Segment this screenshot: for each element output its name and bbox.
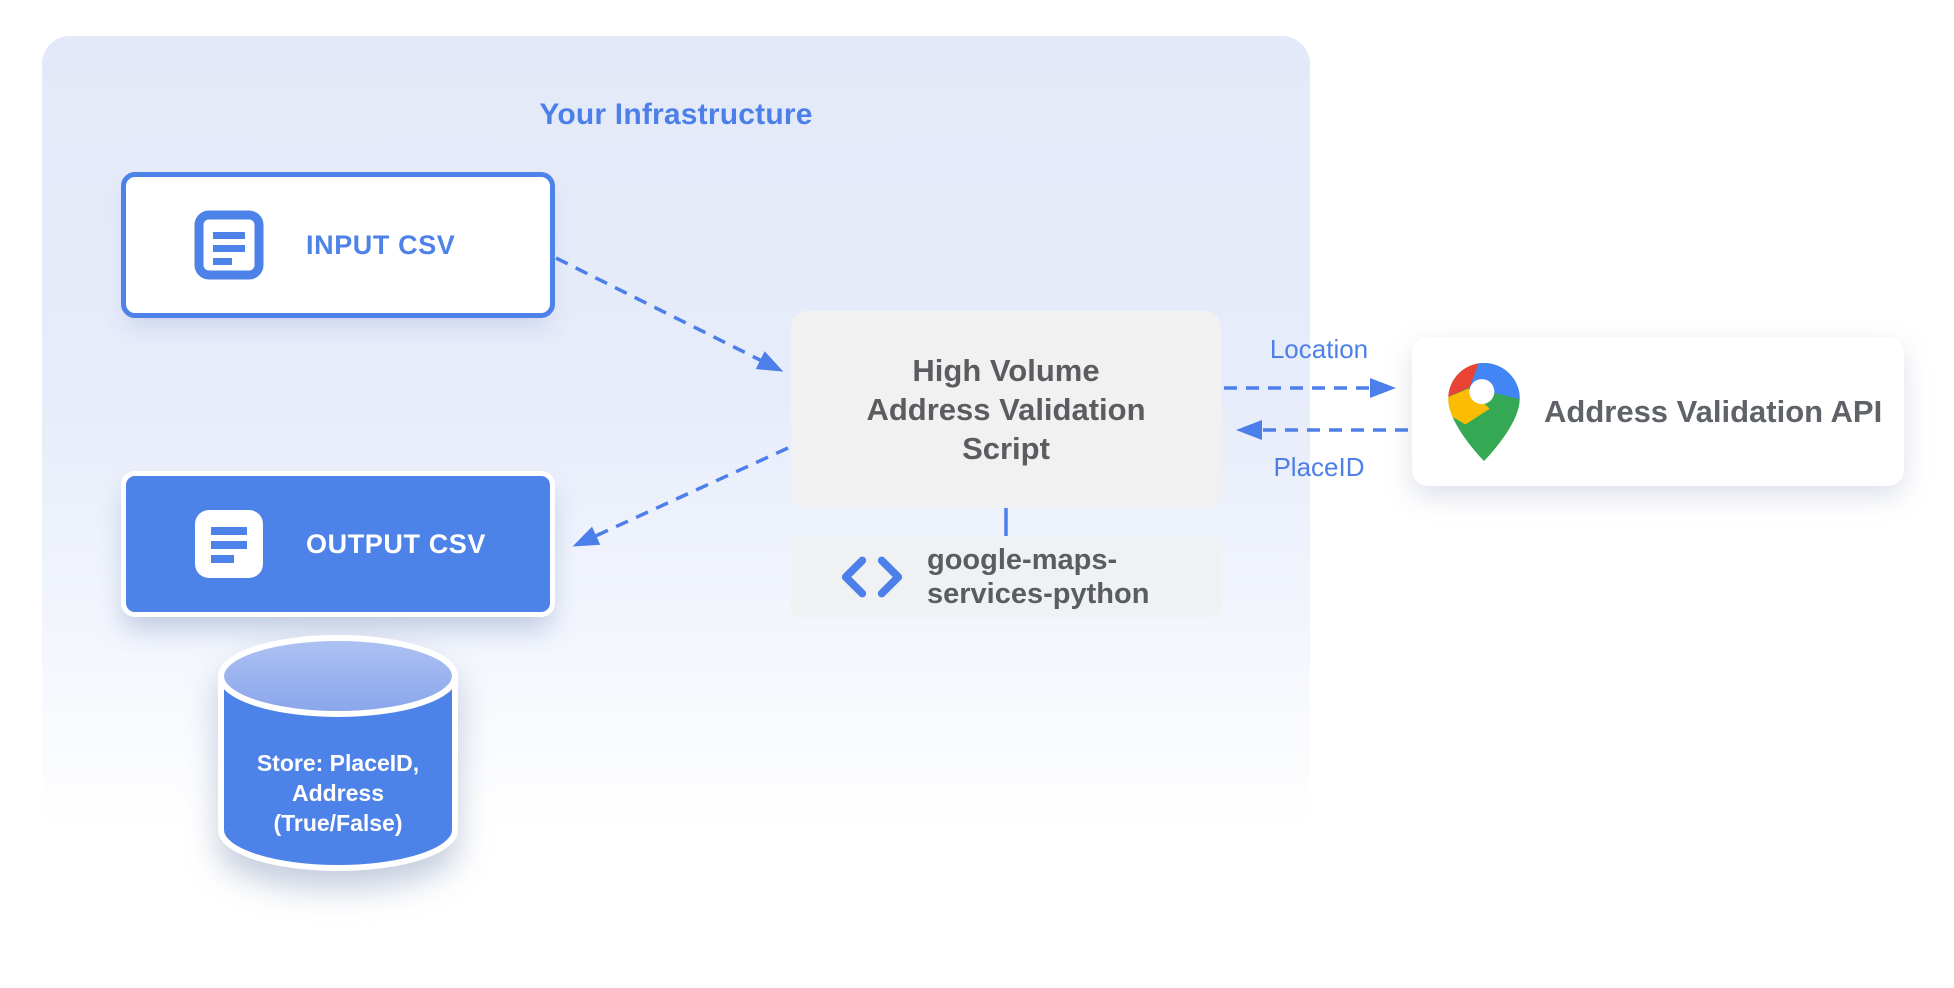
script-line-1: High Volume	[912, 353, 1100, 388]
code-icon	[841, 556, 903, 597]
datastore-line-1: Store: PlaceID,	[256, 750, 420, 776]
datastore-line-2: Address	[291, 780, 385, 806]
library-line-2: services-python	[927, 577, 1150, 610]
input-csv-node: INPUT CSV	[121, 172, 555, 318]
document-icon	[195, 510, 263, 578]
location-edge-label: Location	[1269, 334, 1369, 364]
datastore-line-3: (True/False)	[273, 810, 403, 836]
database-icon	[218, 635, 458, 871]
library-node: google-maps- services-python	[791, 536, 1221, 617]
datastore-cylinder: Store: PlaceID, Address (True/False)	[211, 632, 465, 894]
api-label: Address Validation API	[1544, 393, 1883, 429]
script-line-3: Script	[962, 431, 1050, 466]
document-icon	[194, 210, 264, 280]
google-maps-pin-icon	[1448, 362, 1520, 461]
library-line-1: google-maps-	[927, 543, 1118, 576]
datastore-label: Store: PlaceID, Address (True/False)	[211, 748, 465, 838]
validation-script-node: High Volume Address Validation Script	[791, 311, 1221, 508]
arrow-input-to-script	[555, 256, 784, 372]
output-csv-node: OUTPUT CSV	[121, 471, 555, 617]
placeid-edge-label: PlaceID	[1273, 452, 1365, 482]
library-label: google-maps- services-python	[927, 543, 1149, 611]
panel-title: Your Infrastructure	[539, 98, 813, 131]
arrow-script-to-output	[572, 446, 789, 547]
address-validation-api-node: Address Validation API	[1412, 337, 1904, 486]
script-line-2: Address Validation	[866, 392, 1146, 427]
output-csv-label: OUTPUT CSV	[306, 528, 487, 559]
input-csv-label: INPUT CSV	[306, 229, 456, 260]
